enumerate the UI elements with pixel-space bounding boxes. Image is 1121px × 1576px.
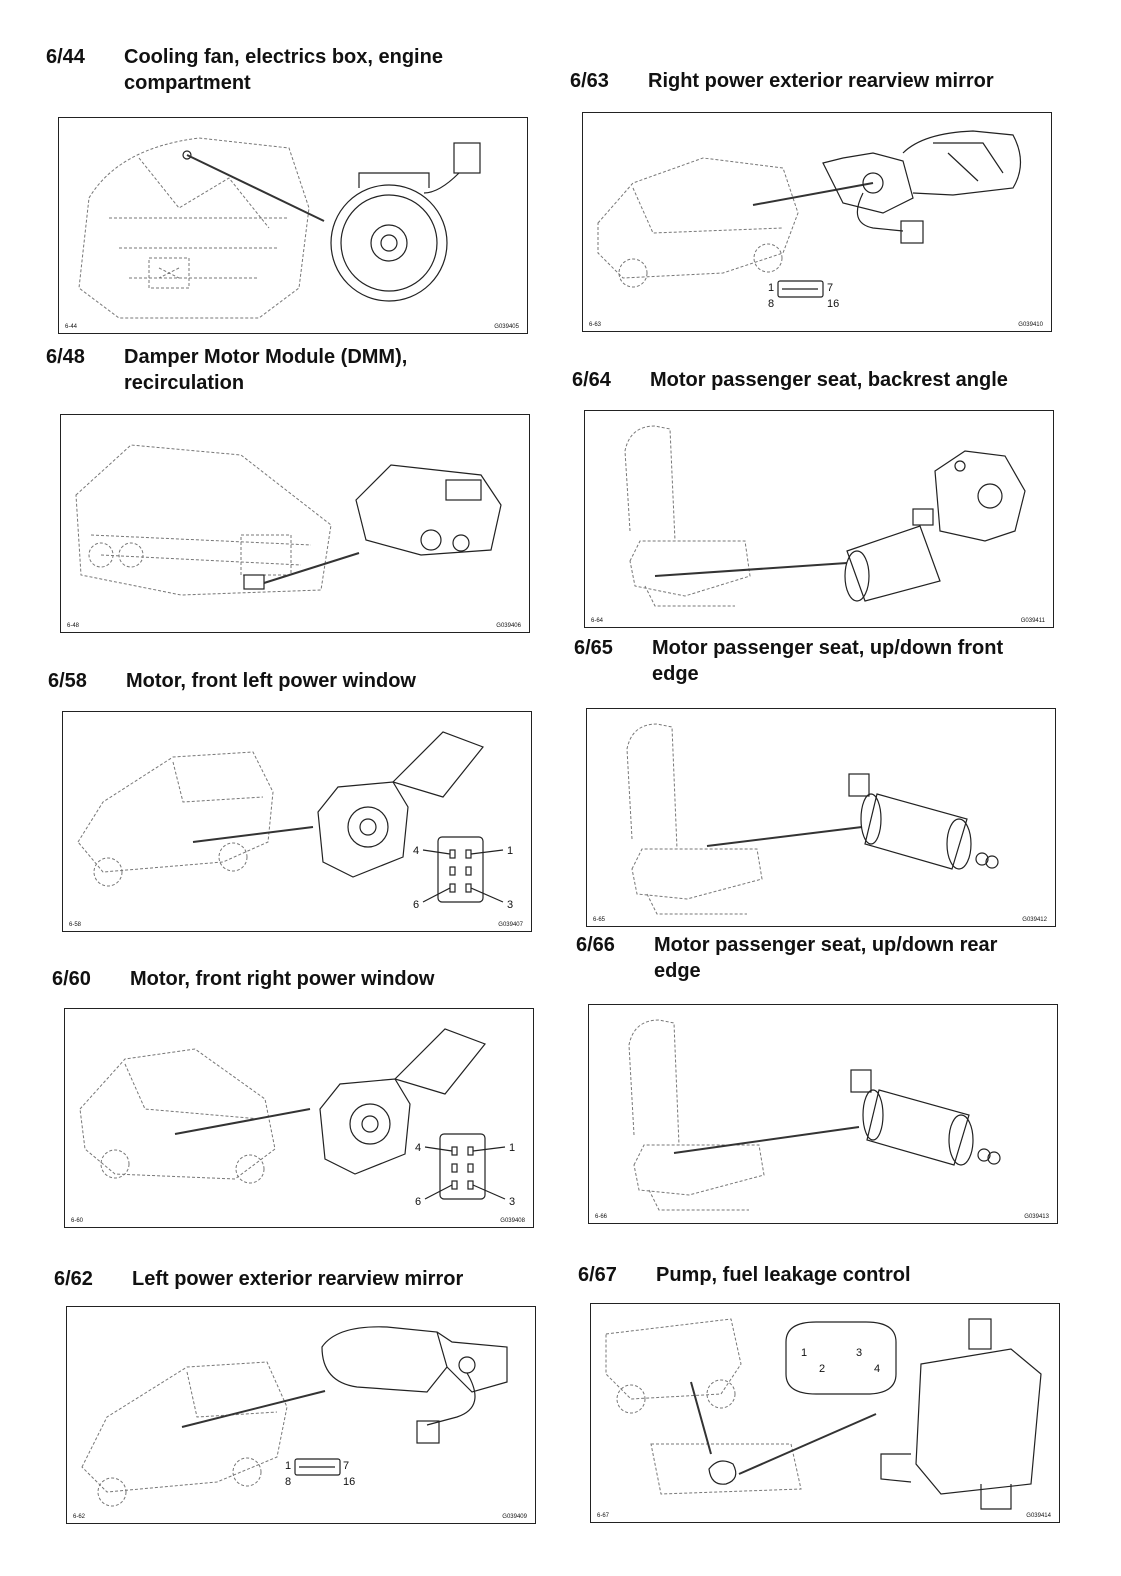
figure-6-64: 6-64 G039411 (584, 410, 1054, 628)
fuel-pump-illustration: 1 3 2 4 (605, 1318, 1042, 1510)
figure-code-left: 6-64 (591, 618, 604, 624)
item-number: 6/66 (576, 934, 615, 956)
pin-label: 8 (768, 298, 774, 310)
seat-front-motor-illustration (626, 723, 999, 915)
pin-label: 6 (413, 899, 419, 911)
figure-6-60: 4 1 6 3 6-60 G039408 (64, 1008, 534, 1228)
item-title: Motor passenger seat, backrest angle (650, 369, 1008, 391)
figure-code-left: 6-60 (71, 1218, 84, 1224)
pin-label: 1 (801, 1347, 807, 1359)
figure-code-left: 6-66 (595, 1214, 608, 1220)
pin-label: 1 (768, 282, 774, 294)
seat-rear-motor-illustration (628, 1019, 1001, 1211)
pin-label: 1 (507, 845, 513, 857)
figure-code-right: G039413 (1024, 1214, 1049, 1220)
pin-label: 6 (415, 1196, 421, 1208)
figure-code-right: G039406 (496, 623, 521, 629)
item-number: 6/44 (46, 46, 85, 68)
item-number: 6/67 (578, 1264, 617, 1286)
right-mirror-illustration: 1 7 8 16 (597, 130, 1022, 310)
figure-code-right: G039414 (1026, 1513, 1051, 1519)
item-title: Cooling fan, electrics box, engine compa… (124, 46, 443, 94)
figure-code-right: G039412 (1022, 917, 1047, 923)
figure-code-left: 6-67 (597, 1513, 610, 1519)
item-number: 6/65 (574, 637, 613, 659)
pin-label: 8 (285, 1476, 291, 1488)
figure-code-left: 6-63 (589, 322, 602, 328)
figure-code-left: 6-62 (73, 1514, 86, 1520)
item-title: Motor passenger seat, up/down front edge (652, 637, 1004, 685)
pin-label: 16 (343, 1476, 355, 1488)
pin-label: 3 (856, 1347, 862, 1359)
figure-code-right: G039408 (500, 1218, 525, 1224)
figure-code-right: G039411 (1020, 618, 1045, 624)
item-number: 6/62 (54, 1268, 93, 1290)
pin-label: 1 (285, 1460, 291, 1472)
figure-6-63: 1 7 8 16 6-63 G039410 (582, 112, 1052, 332)
pin-label: 2 (819, 1363, 825, 1375)
window-motor-left-illustration: 4 1 6 3 (77, 731, 513, 911)
item-title: Right power exterior rearview mirror (648, 70, 994, 92)
item-title: Damper Motor Module (DMM), recirculation (124, 346, 408, 394)
left-mirror-illustration: 1 7 8 16 (81, 1326, 508, 1507)
pin-label: 7 (827, 282, 833, 294)
figure-code-right: G039407 (498, 922, 523, 928)
figure-6-44: 6-44 G039405 (58, 117, 528, 334)
figure-code-left: 6-65 (593, 917, 606, 923)
backrest-motor-illustration (624, 425, 1026, 607)
figure-code-right: G039409 (502, 1514, 527, 1520)
figure-code-left: 6-48 (67, 623, 80, 629)
pin-label: 4 (413, 845, 419, 857)
pin-label: 3 (509, 1196, 515, 1208)
pin-label: 3 (507, 899, 513, 911)
item-title: Left power exterior rearview mirror (132, 1268, 464, 1290)
pin-label: 4 (415, 1142, 421, 1154)
figure-6-62: 1 7 8 16 6-62 G039409 (66, 1306, 536, 1524)
figure-6-66: 6-66 G039413 (588, 1004, 1058, 1224)
pin-label: 4 (874, 1363, 880, 1375)
item-title: Pump, fuel leakage control (656, 1264, 911, 1286)
item-title: Motor passenger seat, up/down rear edge (654, 934, 998, 982)
item-number: 6/64 (572, 369, 611, 391)
cooling-fan-illustration (78, 137, 481, 319)
figure-6-67: 1 3 2 4 6-67 G039414 (590, 1303, 1060, 1523)
item-title: Motor, front right power window (130, 968, 435, 990)
pin-label: 1 (509, 1142, 515, 1154)
figure-code-left: 6-44 (65, 324, 78, 330)
damper-motor-illustration (75, 444, 502, 596)
figure-6-48: 6-48 G039406 (60, 414, 530, 633)
item-number: 6/58 (48, 670, 87, 692)
figure-6-58: 4 1 6 3 6-58 G039407 (62, 711, 532, 932)
item-number: 6/60 (52, 968, 91, 990)
item-title: Motor, front left power window (126, 670, 416, 692)
figure-6-65: 6-65 G039412 (586, 708, 1056, 927)
pin-label: 16 (827, 298, 839, 310)
figure-code-right: G039405 (494, 324, 519, 330)
window-motor-right-illustration: 4 1 6 3 (79, 1028, 515, 1208)
item-number: 6/63 (570, 70, 609, 92)
figure-code-left: 6-58 (69, 922, 82, 928)
figure-code-right: G039410 (1018, 322, 1043, 328)
pin-label: 7 (343, 1460, 349, 1472)
item-number: 6/48 (46, 346, 85, 368)
